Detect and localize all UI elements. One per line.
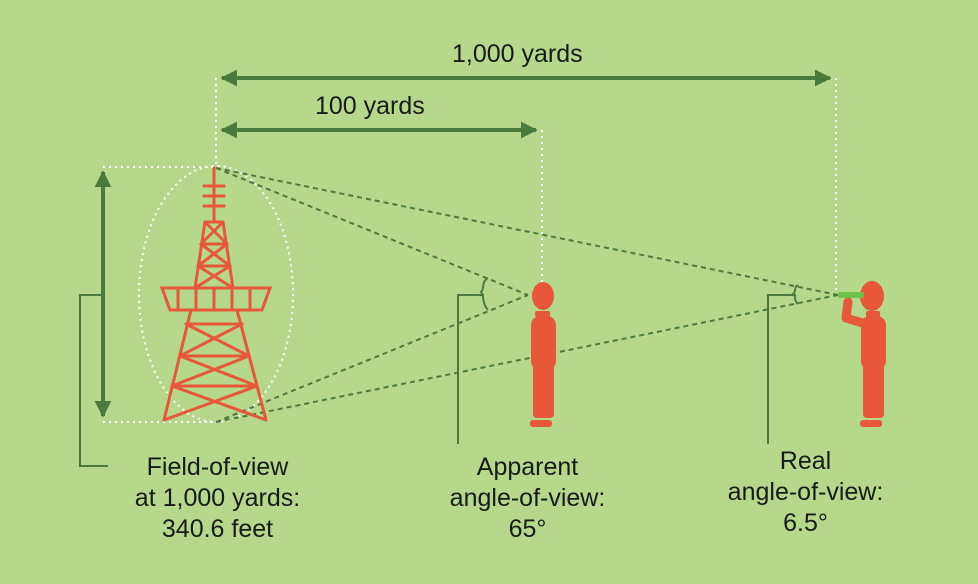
dimension-arrows xyxy=(94,69,832,418)
real-angle-line-2: angle-of-view: xyxy=(727,478,884,506)
real-angle-caption: Real angle-of-view: 6.5° xyxy=(698,446,913,539)
field-of-view-caption: Field-of-view at 1,000 yards: 340.6 feet xyxy=(120,452,315,545)
apparent-angle-caption: Apparent angle-of-view: 65° xyxy=(420,452,635,545)
field-of-view-line-1: Field-of-view xyxy=(146,453,289,481)
far-distance-label: 1,000 yards xyxy=(452,40,583,68)
field-of-view-line-2: at 1,000 yards: xyxy=(134,484,301,512)
real-angle-line-3: 6.5° xyxy=(783,509,828,537)
apparent-angle-line-3: 65° xyxy=(508,515,547,543)
real-angle-line-1: Real xyxy=(779,447,832,475)
caption-brackets xyxy=(79,277,799,467)
field-of-view-line-3: 340.6 feet xyxy=(161,515,274,543)
sight-lines xyxy=(215,167,839,423)
transmission-tower-icon xyxy=(159,166,273,422)
apparent-angle-line-1: Apparent xyxy=(476,453,579,481)
near-distance-label: 100 yards xyxy=(315,92,425,120)
person-with-binoculars-icon xyxy=(838,281,886,427)
apparent-angle-line-2: angle-of-view: xyxy=(449,484,606,512)
person-icon xyxy=(530,282,556,427)
